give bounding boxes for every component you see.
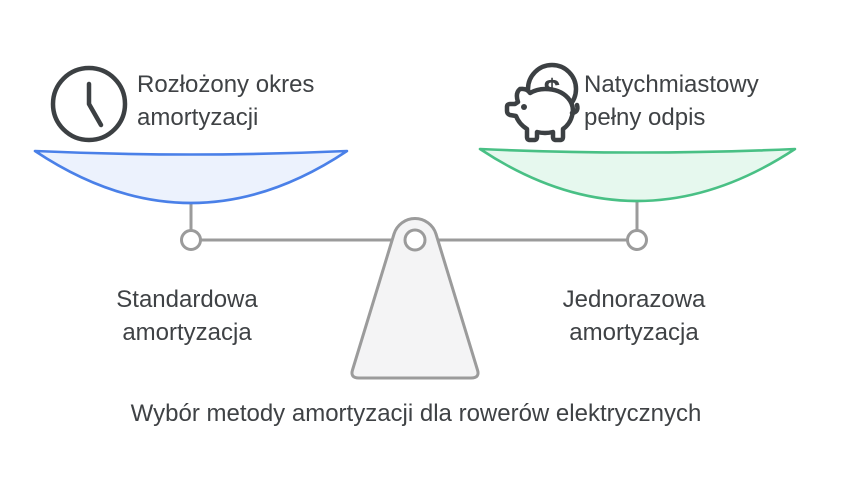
right-pan-heading: Natychmiastowy pełny odpis (584, 71, 759, 131)
pig-tail (569, 102, 580, 116)
left-pan-label: Standardowa amortyzacja (116, 286, 258, 346)
pig-eye (521, 104, 527, 110)
right-connector-circle (626, 229, 648, 251)
diagram-caption: Wybór metody amortyzacji dla rowerów ele… (130, 400, 702, 427)
clock-icon (50, 65, 128, 143)
fulcrum (350, 217, 480, 380)
left-connector-circle (180, 229, 202, 251)
right-pan-label: Jednorazowa amortyzacja (562, 286, 706, 346)
pig-body (504, 86, 576, 143)
left-pan (33, 149, 349, 205)
right-pan (478, 147, 797, 203)
fulcrum-pivot-hole (403, 228, 427, 252)
left-pan-heading: Rozłożony okres amortyzacji (137, 71, 315, 131)
piggy-bank-icon: $ (504, 62, 580, 143)
